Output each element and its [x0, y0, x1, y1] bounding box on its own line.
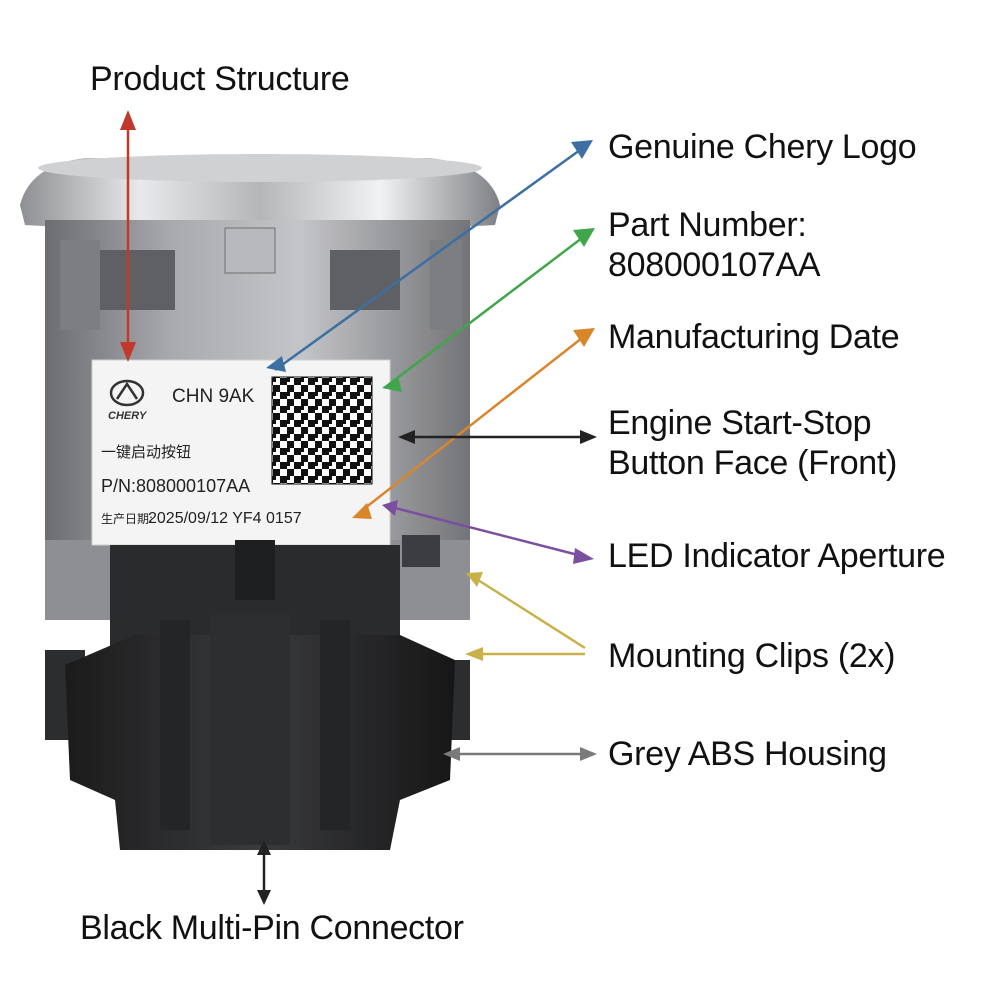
callout-connector: Black Multi-Pin Connector: [80, 909, 464, 947]
callout-part-number-line1: Part Number:: [608, 206, 807, 244]
label-sticker: CHERY CHN 9AK 一键启动按钮 P/N:808000107AA 生产日…: [91, 359, 391, 546]
chery-logo: [109, 379, 145, 407]
callout-mounting-clips: Mounting Clips (2x): [608, 637, 896, 675]
mounting-clips-arrows: [465, 572, 586, 661]
button-face-arrow: [398, 430, 597, 444]
qr-code: [271, 376, 373, 485]
callout-led-aperture: LED Indicator Aperture: [608, 537, 946, 575]
sticker-brand: CHERY: [108, 410, 148, 422]
manufacturing-date-arrow: [352, 328, 595, 519]
connector-arrow: [257, 840, 271, 905]
led-aperture-arrow: [382, 500, 594, 564]
callout-manufacturing-date: Manufacturing Date: [608, 318, 900, 356]
housing-arrow: [443, 747, 597, 761]
sticker-code: CHN 9AK: [172, 386, 255, 407]
chrome-bezel: [20, 154, 500, 233]
sticker-date-value: 2025/09/12 YF4 0157: [148, 510, 302, 527]
callout-housing: Grey ABS Housing: [608, 735, 887, 773]
callout-genuine-logo: Genuine Chery Logo: [608, 128, 917, 166]
genuine-logo-arrow: [266, 140, 593, 372]
sticker-date-label: 生产日期:: [101, 512, 153, 526]
product-structure-arrow: [120, 110, 136, 362]
sticker-part-number: P/N:808000107AA: [101, 476, 250, 496]
callout-product-structure: Product Structure: [90, 60, 350, 98]
part-number-arrow: [382, 228, 595, 392]
sticker-name-cn: 一键启动按钮: [101, 443, 191, 461]
callout-button-face-line1: Engine Start-Stop: [608, 404, 872, 442]
arrows: [120, 110, 597, 905]
callout-part-number-line2: 808000107AA: [608, 246, 821, 284]
callout-button-face-line2: Button Face (Front): [608, 444, 898, 482]
black-multi-pin-connector: [65, 540, 455, 850]
